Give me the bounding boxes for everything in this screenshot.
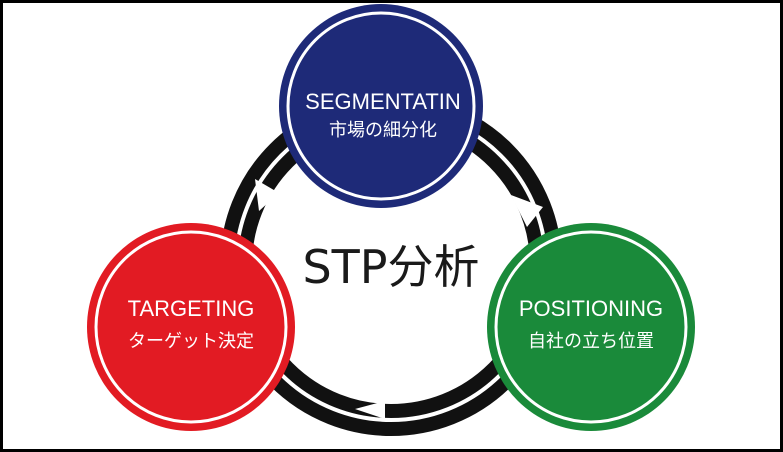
node-targeting-title: TARGETING <box>128 296 255 321</box>
node-targeting-subtitle: ターゲット決定 <box>128 331 254 352</box>
node-positioning-title: POSITIONING <box>519 296 663 321</box>
arrow-tar-to-seg-icon <box>255 179 279 211</box>
node-positioning-ring <box>494 230 688 424</box>
arrow-pos-to-tar-icon <box>355 401 385 419</box>
node-targeting-ring <box>94 230 288 424</box>
node-positioning-subtitle: 自社の立ち位置 <box>528 331 654 352</box>
node-segmentation-title: SEGMENTATIN <box>305 89 461 114</box>
node-positioning: POSITIONING 自社の立ち位置 <box>487 223 695 431</box>
node-segmentation: SEGMENTATIN 市場の細分化 <box>279 4 483 208</box>
stp-cycle-diagram: STP分析 SEGMENTATIN 市場の細分化 POSITIONING 自社の… <box>87 4 695 436</box>
node-segmentation-ring <box>286 11 476 201</box>
center-title: STP分析 <box>302 240 479 294</box>
node-positioning-circle <box>487 223 695 431</box>
flow-arrows <box>255 179 543 419</box>
node-targeting-circle <box>87 223 295 431</box>
node-segmentation-circle <box>279 4 483 208</box>
node-targeting: TARGETING ターゲット決定 <box>87 223 295 431</box>
node-segmentation-subtitle: 市場の細分化 <box>329 120 437 141</box>
arrow-seg-to-pos-icon <box>511 195 543 227</box>
